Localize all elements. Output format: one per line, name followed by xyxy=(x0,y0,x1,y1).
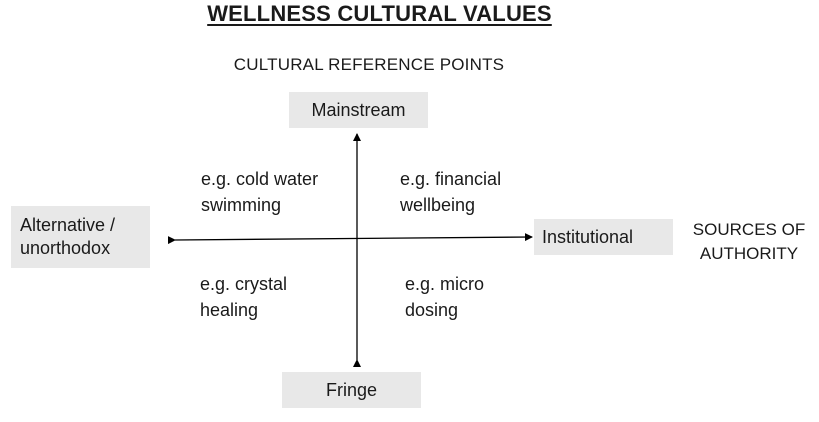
pole-institutional: Institutional xyxy=(534,219,673,255)
pole-fringe: Fringe xyxy=(282,372,421,408)
quadrant-example-top-left: e.g. cold water swimming xyxy=(201,169,319,215)
diagram-title: WELLNESS CULTURAL VALUES xyxy=(207,1,552,26)
horizontal-axis-label: SOURCES OF AUTHORITY xyxy=(692,220,806,263)
vertical-axis-label: CULTURAL REFERENCE POINTS xyxy=(233,55,505,74)
quadrant-example-top-right: e.g. financial wellbeing xyxy=(400,169,502,215)
quadrant-example-bottom-left: e.g. crystal healing xyxy=(200,274,288,320)
pole-mainstream: Mainstream xyxy=(289,92,428,128)
horizontal-axis-arrow xyxy=(167,233,533,245)
quadrant-example-bottom-right: e.g. micro dosing xyxy=(405,274,485,320)
pole-alternative-unorthodox: Alternative / unorthodox xyxy=(11,206,150,268)
